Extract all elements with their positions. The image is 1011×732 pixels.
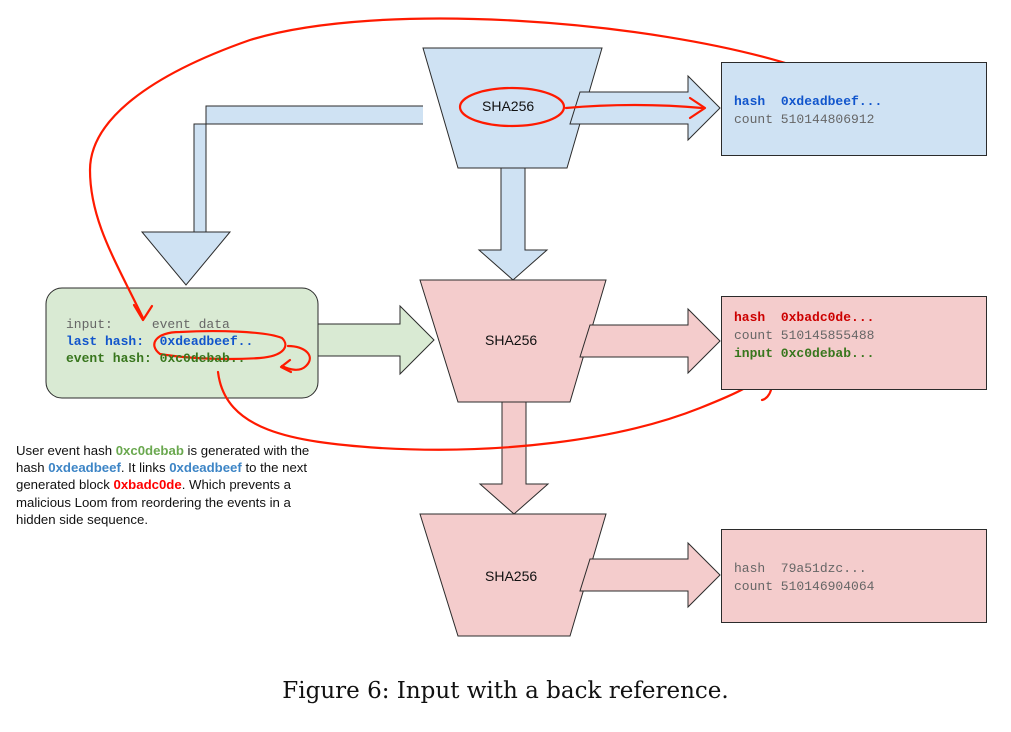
output-top-hash-value: 0xdeadbeef... [780,94,883,109]
figure-caption: Figure 6: Input with a back reference. [282,678,729,704]
arrow-bottom-to-output [579,541,721,609]
event-hash-value: 0xc0debab.. [159,351,246,366]
event-input-line: input: event data [66,316,230,333]
output-middle-hash-value: 0xbadc0de... [780,310,875,325]
note-hash-deadbeef-2: 0xdeadbeef [169,460,242,476]
event-input-label: input: [66,317,113,332]
output-middle-hash-key: hash [734,310,766,325]
output-middle-input: input 0xc0debab... [734,346,875,361]
explanation-note: User event hash 0xc0debab is generated w… [16,442,316,528]
output-top-box: hash 0xdeadbeef... count 510144806912 [721,62,987,156]
annotation-arrowhead-3 [279,358,293,374]
hasher-bottom-shape [419,513,607,637]
annotation-arc-back-reference [88,17,797,320]
note-text-4: to the next generated block [16,460,308,493]
arrow-top-to-output [569,74,721,142]
hasher-middle-label: SHA256 [485,332,538,348]
hasher-top-shape [422,47,603,169]
annotation-curl [280,344,311,371]
output-bottom-hash: hash 79a51dzc... [734,561,867,576]
feedback-arrow [140,105,423,286]
arrow-top-to-middle [477,167,549,281]
event-input-value: event data [151,317,230,332]
output-middle-box: hash 0xbadc0de... count 510145855488 inp… [721,296,987,390]
output-top-count: count 510144806912 [734,112,875,127]
hasher-middle-shape [419,279,607,403]
note-text-5: . Which prevents a malicious Loom from r… [16,477,291,527]
annotation-circle-sha256 [458,86,566,128]
note-text-2: is generated with the hash [16,443,310,476]
output-top-hash-line: hash 0xdeadbeef... [734,93,882,110]
note-hash-badc0de: 0xbadc0de [113,477,182,493]
event-box-shape [45,287,319,399]
arrow-middle-to-output [579,307,721,375]
event-hash-label: event hash: [66,351,152,366]
arrow-event-to-middle [317,304,435,376]
note-hash-deadbeef-1: 0xdeadbeef [48,460,121,476]
output-bottom-box: hash 79a51dzc... count 510146904064 [721,529,987,623]
annotation-circle-last-hash [153,329,287,361]
annotation-arrowhead-1 [688,96,707,120]
event-hash-line: event hash: 0xc0debab.. [66,350,245,367]
annotation-swoop-event-to-input [216,370,764,451]
hasher-top-label: SHA256 [482,98,535,114]
note-text-3: . It links [120,460,170,476]
note-text-1: User event hash [16,443,116,458]
note-hash-event: 0xc0debab [115,443,184,458]
output-middle-hash-line: hash 0xbadc0de... [734,309,874,326]
annotation-arrow-sha-to-hash [564,103,704,110]
event-last-hash-value: 0xdeadbeef.. [159,334,254,349]
output-bottom-count: count 510146904064 [734,579,875,594]
event-last-hash-label: last hash: [66,334,145,349]
output-middle-count: count 510145855488 [734,328,875,343]
annotation-arrowhead-2 [132,303,154,322]
hasher-bottom-label: SHA256 [485,568,538,584]
arrow-middle-to-bottom [478,401,550,515]
output-top-hash-key: hash [734,94,766,109]
event-last-hash-line: last hash: 0xdeadbeef.. [66,333,253,350]
